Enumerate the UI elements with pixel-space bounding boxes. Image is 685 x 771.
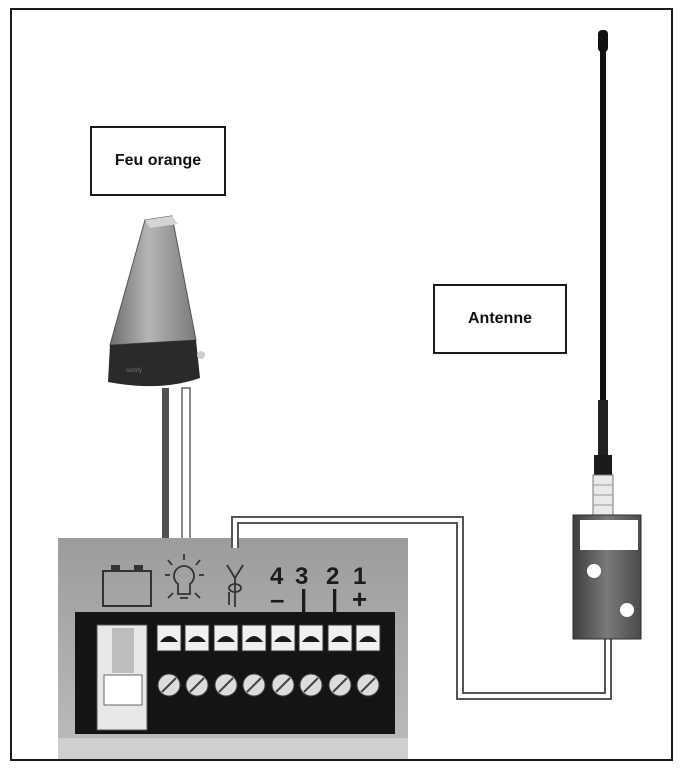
terminal-sign-bar-3: | [300, 584, 307, 614]
antenna-symbol-icon [226, 564, 244, 607]
battery-icon [102, 565, 152, 607]
terminal-sign-minus: – [270, 584, 284, 614]
antenna-icon [592, 30, 614, 518]
terminal-labels: 4 3 2 1 – | | + [270, 563, 367, 614]
lamp-wires [162, 387, 191, 549]
terminal-sign-bar-2: | [331, 584, 338, 614]
antenna-cable [231, 516, 612, 700]
terminal-number-1: 1 [353, 563, 366, 590]
connector-plug [96, 624, 148, 731]
label-antenne: Antenne [433, 284, 567, 354]
terminal-sign-plus: + [352, 584, 367, 614]
orange-light-icon: somfy [108, 215, 205, 387]
terminal-number-2: 2 [326, 563, 339, 590]
antenna-bracket [572, 514, 642, 640]
terminal-number-4: 4 [270, 563, 284, 590]
terminal-block [156, 624, 381, 697]
svg-text:somfy: somfy [126, 368, 142, 374]
lamp-icon [165, 554, 204, 599]
label-feu-orange: Feu orange [90, 126, 226, 196]
terminal-number-3: 3 [295, 563, 308, 590]
